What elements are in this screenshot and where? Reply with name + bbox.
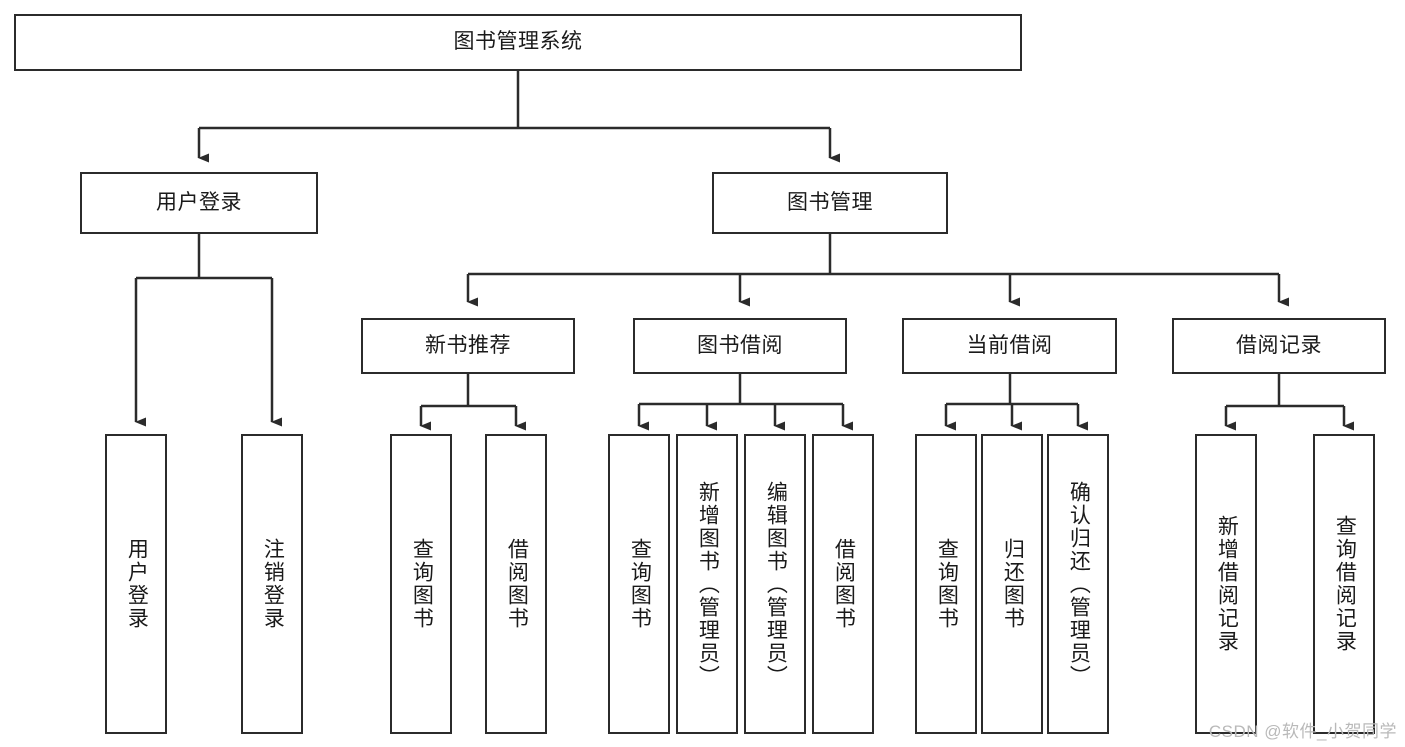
node-user-login[interactable]: 用户登录 xyxy=(80,172,318,234)
leaf-record-add-borrow-record[interactable]: 新增借阅记录 xyxy=(1195,434,1257,734)
node-current-borrow[interactable]: 当前借阅 xyxy=(902,318,1117,374)
leaf-user-login-signin[interactable]: 用户登录 xyxy=(105,434,167,734)
leaf-borrow-borrow-book[interactable]: 借阅图书 xyxy=(812,434,874,734)
node-book-borrow-label: 图书借阅 xyxy=(697,333,783,357)
node-root[interactable]: 图书管理系统 xyxy=(14,14,1022,71)
node-borrow-record-label: 借阅记录 xyxy=(1236,333,1322,357)
leaf-label: 编辑图书（管理员） xyxy=(764,480,788,688)
leaf-recommend-borrow-book[interactable]: 借阅图书 xyxy=(485,434,547,734)
node-new-book-recommend[interactable]: 新书推荐 xyxy=(361,318,575,374)
leaf-current-return-book[interactable]: 归还图书 xyxy=(981,434,1043,734)
leaf-label: 查询图书 xyxy=(410,538,434,630)
node-current-borrow-label: 当前借阅 xyxy=(966,333,1053,357)
leaf-record-query-borrow-record[interactable]: 查询借阅记录 xyxy=(1313,434,1375,734)
leaf-label: 归还图书 xyxy=(1001,538,1025,630)
leaf-user-login-signout[interactable]: 注销登录 xyxy=(241,434,303,734)
node-user-login-label: 用户登录 xyxy=(156,190,242,214)
leaf-current-query-book[interactable]: 查询图书 xyxy=(915,434,977,734)
node-book-management[interactable]: 图书管理 xyxy=(712,172,948,234)
leaf-recommend-query-book[interactable]: 查询图书 xyxy=(390,434,452,734)
leaf-label: 用户登录 xyxy=(125,538,149,630)
leaf-label: 查询借阅记录 xyxy=(1333,515,1357,653)
leaf-borrow-add-book-admin[interactable]: 新增图书（管理员） xyxy=(676,434,738,734)
node-book-management-label: 图书管理 xyxy=(787,190,873,214)
node-book-borrow[interactable]: 图书借阅 xyxy=(633,318,847,374)
leaf-label: 查询图书 xyxy=(935,538,959,630)
node-borrow-record[interactable]: 借阅记录 xyxy=(1172,318,1386,374)
watermark: CSDN @软件_小贺同学 xyxy=(1208,722,1397,741)
leaf-label: 注销登录 xyxy=(261,538,285,630)
leaf-borrow-query-book[interactable]: 查询图书 xyxy=(608,434,670,734)
leaf-label: 查询图书 xyxy=(628,538,652,630)
leaf-label: 新增图书（管理员） xyxy=(696,480,720,688)
leaf-borrow-edit-book-admin[interactable]: 编辑图书（管理员） xyxy=(744,434,806,734)
leaf-label: 借阅图书 xyxy=(832,538,856,630)
leaf-label: 新增借阅记录 xyxy=(1215,515,1239,653)
node-root-label: 图书管理系统 xyxy=(453,30,583,54)
leaf-current-confirm-return-admin[interactable]: 确认归还（管理员） xyxy=(1047,434,1109,734)
leaf-label: 确认归还（管理员） xyxy=(1067,480,1091,688)
leaf-label: 借阅图书 xyxy=(505,538,529,630)
node-new-book-recommend-label: 新书推荐 xyxy=(425,333,511,357)
